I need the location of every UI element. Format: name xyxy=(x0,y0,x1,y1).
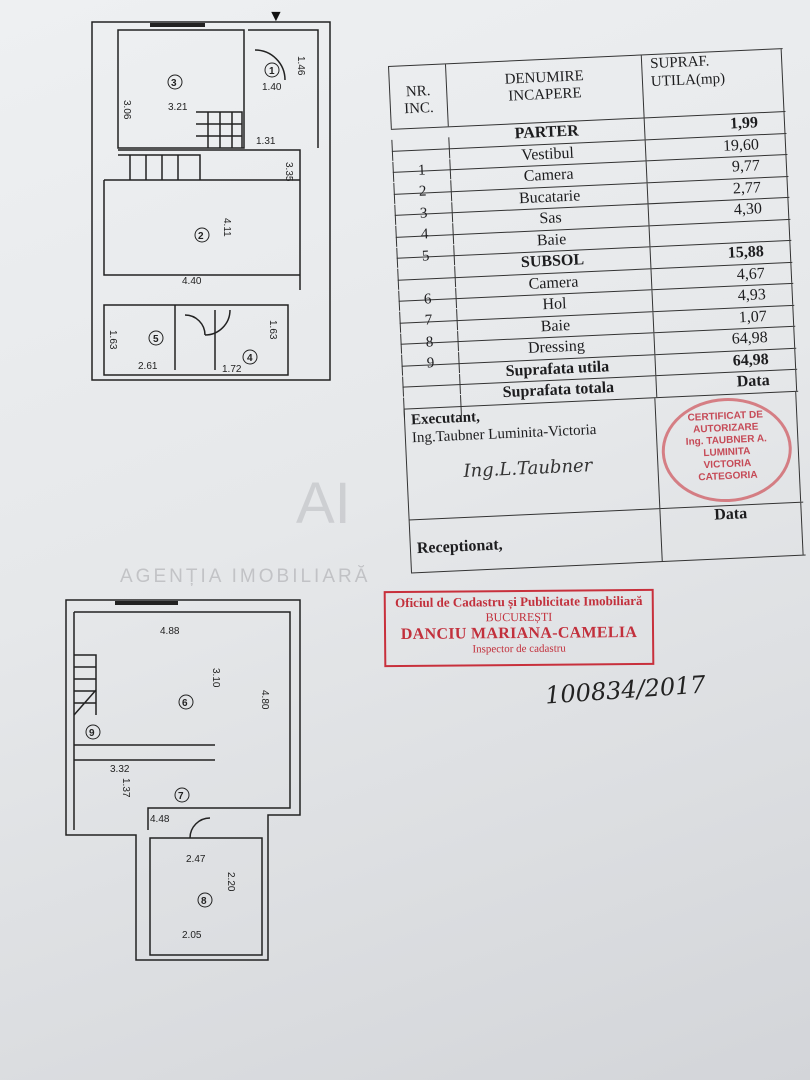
room-3-label: 3 xyxy=(171,78,177,89)
dim-label: 1.31 xyxy=(256,136,276,147)
dim-label: 4.88 xyxy=(160,626,180,637)
row-number: 3 xyxy=(394,201,454,225)
stamp-role: Inspector de cadastru xyxy=(472,642,566,656)
stamp-inspector-name: DANCIU MARIANA-CAMELIA xyxy=(400,623,638,644)
dim-label: 4.48 xyxy=(150,814,170,825)
watermark-logo: AI xyxy=(296,471,351,536)
stamp-office: Oficiul de Cadastru și Publicitate Imobi… xyxy=(395,592,643,611)
dim-label: 4.80 xyxy=(259,690,270,710)
row-number: 7 xyxy=(399,309,459,333)
room-5-label: 5 xyxy=(153,334,159,345)
row-number: 8 xyxy=(400,330,460,354)
dim-label: 2.05 xyxy=(182,930,202,941)
row-number: 9 xyxy=(401,352,460,376)
dim-label: 3.32 xyxy=(110,764,130,775)
row-number: 6 xyxy=(398,287,458,311)
row-number: 1 xyxy=(392,158,452,182)
dim-label: 1.72 xyxy=(222,364,242,375)
room-2-label: 2 xyxy=(198,231,204,242)
room-4-label: 4 xyxy=(247,353,253,364)
parter-outer-wall xyxy=(91,21,331,381)
cadastre-stamp: Oficiul de Cadastru și Publicitate Imobi… xyxy=(383,588,655,668)
dim-label: 1.63 xyxy=(107,330,118,350)
header-area: SUPRAF.UTILA(mp) xyxy=(641,49,785,118)
room-7-label: 7 xyxy=(178,791,184,802)
dim-label: 1.37 xyxy=(120,778,131,798)
row-number xyxy=(403,395,462,419)
room-8-label: 8 xyxy=(201,896,207,907)
row-number xyxy=(402,373,461,397)
room-6-label: 6 xyxy=(182,698,188,709)
row-number: 4 xyxy=(395,223,455,247)
dim-label: 3.06 xyxy=(121,100,132,120)
receptionat-label: Receptionat, xyxy=(408,508,663,572)
executant-row: Executant, Ing.Taubner Luminita-Victoria… xyxy=(403,391,804,521)
room-9-label: 9 xyxy=(89,728,95,739)
dim-label: 4.40 xyxy=(182,276,202,287)
header-nr: NR.INC. xyxy=(388,64,449,129)
dim-label: 4.11 xyxy=(221,218,232,237)
dim-label: 2.20 xyxy=(225,872,236,892)
dim-label: 3.35 xyxy=(283,162,294,182)
dim-label: 2.61 xyxy=(138,361,158,372)
data-label: Data xyxy=(660,502,804,561)
dim-label: 1.40 xyxy=(262,82,282,93)
authorization-seal: CERTIFICAT DE AUTORIZARE Ing. TAUBNER A.… xyxy=(659,394,795,505)
dim-label: 2.47 xyxy=(186,854,206,865)
dim-label: 3.10 xyxy=(210,668,221,688)
signature: Ing.L.Taubner xyxy=(462,454,593,482)
north-arrow-icon: ▼ xyxy=(268,8,284,25)
dim-label: 3.21 xyxy=(168,102,188,113)
watermark-text: AGENȚIA IMOBILIARĂ xyxy=(120,566,371,587)
row-number xyxy=(391,137,451,161)
row-number: 2 xyxy=(393,180,453,204)
subsol-outer-wall xyxy=(65,599,301,961)
row-number xyxy=(397,266,457,290)
dim-label: 1.63 xyxy=(267,320,278,340)
dim-label: 1.46 xyxy=(295,56,306,76)
parter-labels: 3 1 2 4 5 3.06 3.21 1.40 1.46 1.31 3.35 … xyxy=(107,56,306,375)
row-number: 5 xyxy=(396,244,456,268)
room-1-label: 1 xyxy=(269,66,275,77)
